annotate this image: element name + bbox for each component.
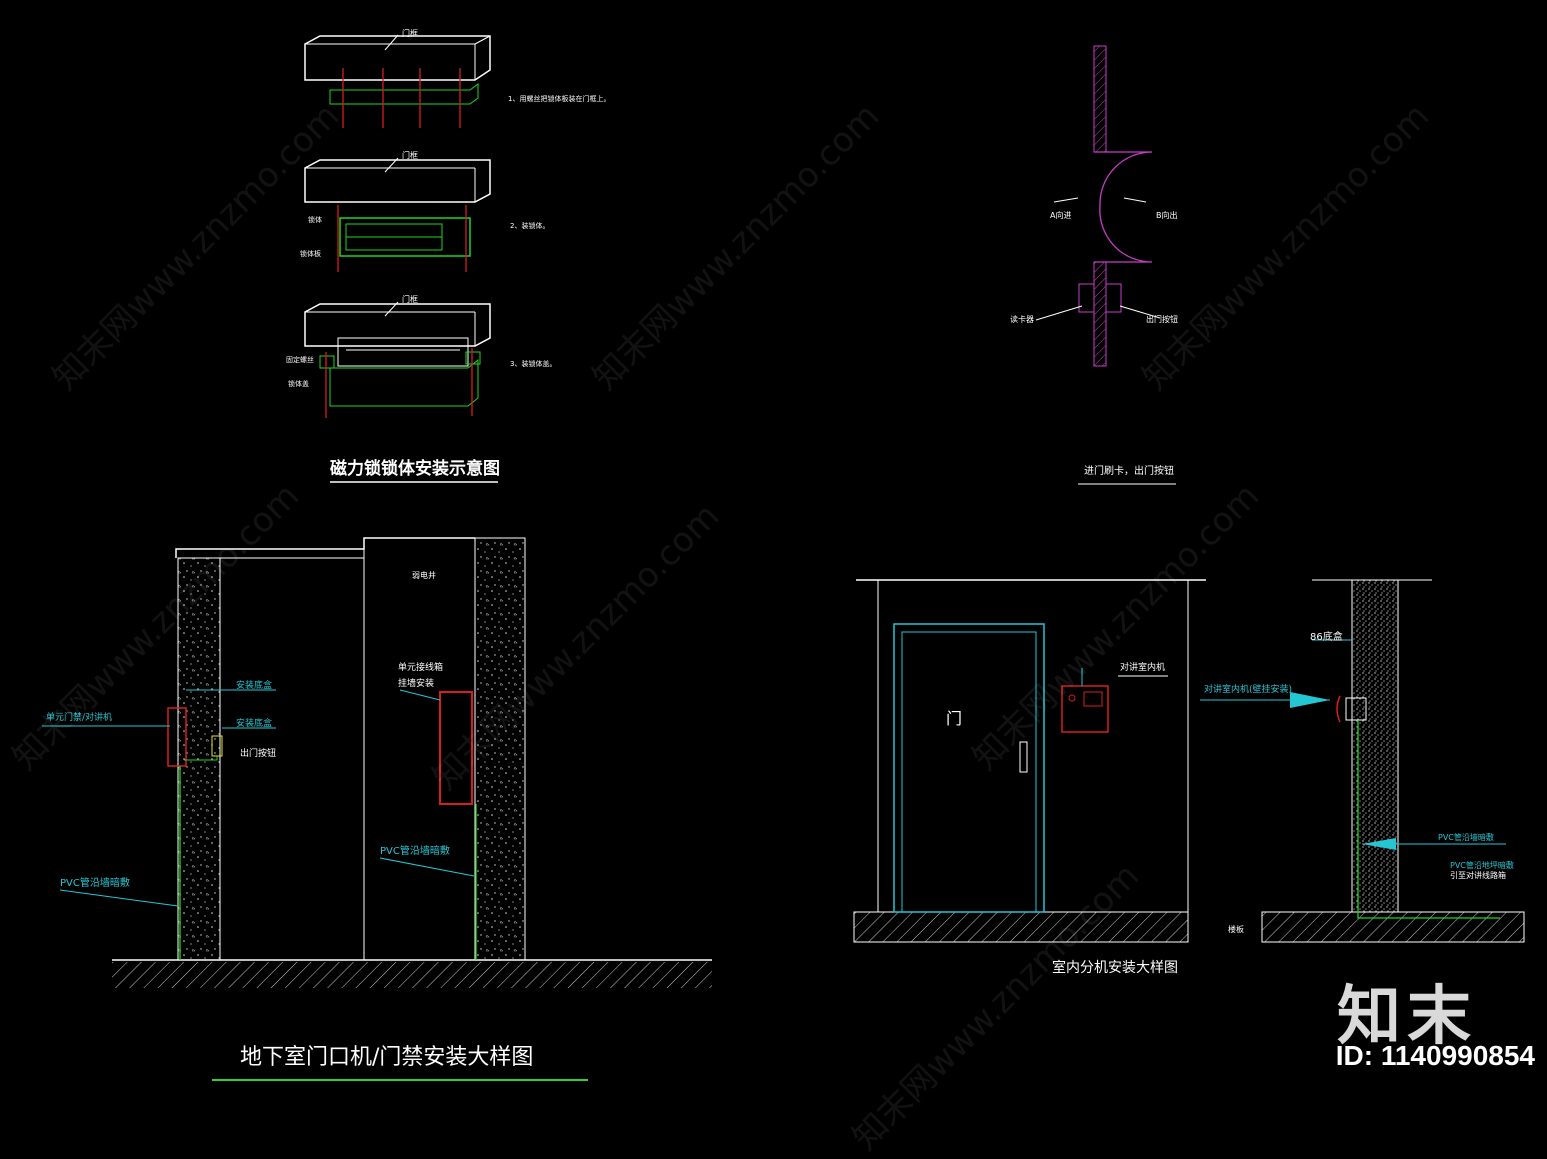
card-reader (1078, 283, 1095, 313)
wall-section (1351, 579, 1399, 913)
box-86-label: 86底盒 (1310, 630, 1343, 643)
pvc-floor-label-1: PVC管沿地坪暗敷 (1450, 860, 1514, 870)
door-frame-beam (304, 35, 491, 81)
wall-top (1093, 45, 1107, 153)
door-diagram-caption: 进门刷卡，出门按钮 (1084, 464, 1174, 477)
door-handle (1019, 741, 1028, 773)
door-swing (1094, 151, 1153, 263)
pvc-wall-label: PVC管沿墙暗敷 (1438, 832, 1494, 842)
exit-button-label: 出门按钮 (1146, 314, 1178, 324)
box-86 (1345, 697, 1367, 721)
wall-unit-label: 对讲室内机(壁挂安装) (1204, 683, 1292, 695)
lock-step-2: 门框 锁体 锁体板 2、装锁体。 (300, 150, 549, 272)
door-frame (893, 623, 1045, 913)
wall-bottom (1093, 261, 1107, 367)
cabinet-label-2: 挂墙安装 (398, 677, 434, 689)
step-label-cover: 锁体盖 (288, 379, 309, 388)
cabinet-label-1: 单元接线箱 (398, 661, 443, 673)
junction-cabinet (439, 691, 473, 805)
image-id-label: ID: 1140990854 (1335, 1040, 1535, 1071)
box-label-2: 安装底盒 (236, 717, 272, 729)
lock-plate (329, 83, 479, 105)
box-label-1: 安装底盒 (236, 679, 272, 691)
wall-right (474, 537, 526, 961)
card-reader-label: 读卡器 (1010, 314, 1034, 324)
indoor-unit-diagram: 门 对讲室内机 86底盒 对讲室内机(壁挂安装) PVC管沿墙暗敷 PVC管沿地… (853, 579, 1525, 976)
door-leaf (901, 631, 1037, 913)
door-frame-beam (304, 159, 491, 203)
door-right-arrow-label: B向出 (1156, 210, 1178, 220)
brand-logo: 知末 (1337, 980, 1477, 1054)
step-label-plate: 锁体板 (300, 249, 321, 258)
step-note-3: 3、装锁体盖。 (510, 359, 556, 368)
step-note-2: 2、装锁体。 (510, 221, 549, 230)
exit-button (1105, 283, 1122, 313)
lock-step-3: 门框 固定螺丝 锁体盖 3、装锁体盖。 (286, 294, 556, 418)
wall-left (177, 557, 221, 961)
mount-screws (342, 68, 461, 128)
pvc-right-label: PVC管沿墙暗敷 (380, 844, 450, 857)
floor-hatch (112, 962, 712, 988)
step-label-screw: 固定螺丝 (286, 355, 314, 364)
indoor-diagram-caption: 室内分机安装大样图 (1052, 959, 1178, 976)
host-label: 单元门禁/对讲机 (46, 711, 112, 723)
cad-sheet: 门框 1、用螺丝把锁体板装在门框上。 门框 锁体 锁体板 2、装锁体。 (42, 28, 1525, 1081)
indoor-unit-label: 对讲室内机 (1120, 661, 1165, 673)
basement-diagram-caption: 地下室门口机/门禁安装大样图 (240, 1045, 533, 1070)
shaft-label: 弱电井 (412, 570, 436, 580)
step-note-1: 1、用螺丝把锁体板装在门框上。 (508, 94, 610, 103)
door-label: 门 (946, 709, 962, 728)
basement-diagram: 弱电井 单元门禁/对讲机 安装底盒 安装底盒 出门按钮 单元接线箱 挂墙安装 P… (42, 537, 712, 1081)
lock-step-1: 门框 1、用螺丝把锁体板装在门框上。 (304, 28, 610, 128)
door-plan-diagram: A向进 B向出 读卡器 出门按钮 进门刷卡，出门按钮 (1010, 45, 1178, 485)
mount-screws (337, 205, 467, 272)
door-left-arrow-label: A向进 (1050, 210, 1071, 220)
beam-label-2: 门框 (402, 150, 418, 160)
floor-slab-section (1261, 911, 1525, 943)
mount-screws (325, 348, 473, 418)
lock-diagram: 门框 1、用螺丝把锁体板装在门框上。 门框 锁体 锁体板 2、装锁体。 (286, 28, 610, 483)
door-station (167, 707, 187, 767)
lock-body (339, 217, 471, 257)
floor-label: 楼板 (1228, 924, 1244, 934)
indoor-unit (1061, 685, 1109, 733)
floor-slab-front (853, 911, 1189, 943)
step-label-body: 锁体 (308, 215, 322, 224)
beam-label-1: 门框 (402, 28, 418, 38)
cad-drawing-canvas: 门框 1、用螺丝把锁体板装在门框上。 门框 锁体 锁体板 2、装锁体。 (5, 28, 1535, 1158)
lock-diagram-caption: 磁力锁锁体安装示意图 (330, 458, 500, 479)
beam-label-3: 门框 (402, 294, 418, 304)
lock-body (337, 337, 469, 367)
button-label: 出门按钮 (240, 747, 276, 759)
pvc-left-label: PVC管沿墙暗敷 (60, 876, 130, 889)
lock-cover (329, 358, 479, 407)
pvc-floor-label-2: 引至对讲线路箱 (1450, 870, 1506, 880)
door-frame-beam (304, 303, 491, 347)
